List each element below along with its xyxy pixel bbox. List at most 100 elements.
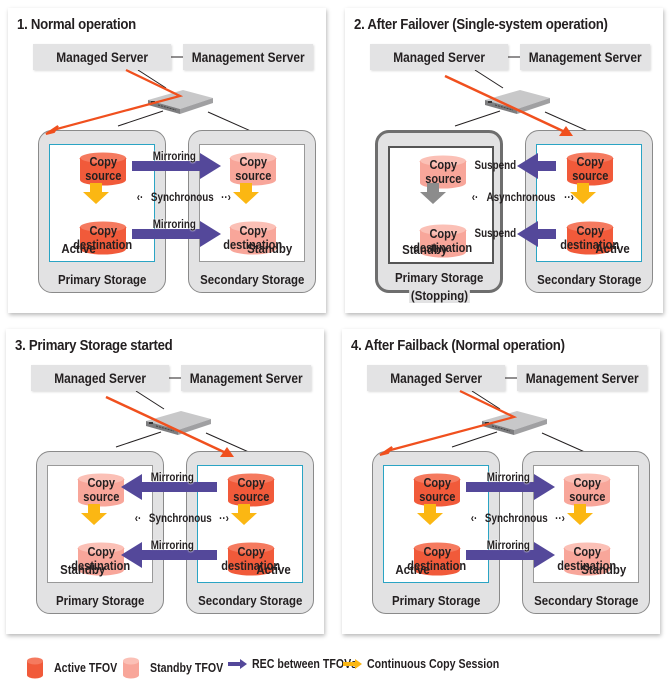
managed-server-label: Managed Server	[390, 370, 482, 386]
rec-arrow	[517, 221, 556, 247]
server-link	[508, 56, 520, 58]
access-path-line	[386, 390, 518, 453]
network-switch-icon	[146, 411, 211, 435]
access-path-arrowhead	[220, 447, 234, 457]
primary-state-label: Standby	[60, 562, 106, 577]
rec-label: Suspend	[474, 158, 517, 172]
primary-stopping-label: (Stopping)	[408, 288, 470, 303]
managed-server-box: Managed Server	[367, 365, 505, 391]
flow-arrows	[379, 390, 593, 568]
management-server-box: Management Server	[181, 365, 311, 391]
link-switch-primary	[454, 110, 501, 127]
rec-label: Suspend	[474, 226, 517, 240]
copy-session-arrow	[233, 183, 259, 204]
active-volume-icon	[27, 657, 43, 679]
legend-copy-session: Continuous Copy Session	[343, 657, 523, 671]
access-path-line	[105, 395, 227, 455]
panel-title: 2. After Failover (Single-system operati…	[354, 16, 608, 33]
copy-session-arrow	[83, 183, 109, 204]
rec-label: Mirroring	[152, 149, 196, 163]
legend-standby-tfov: Standby TFOV	[122, 657, 236, 679]
secondary-state-label: Active	[595, 241, 630, 256]
managed-server-box: Managed Server	[33, 44, 171, 70]
secondary-state-label: Standby	[246, 241, 292, 256]
rec-label: Mirroring	[486, 470, 530, 484]
flow-arrows	[420, 74, 596, 247]
management-server-label: Management Server	[191, 49, 305, 65]
server-link	[505, 377, 517, 379]
primary-state-label: Standby	[402, 242, 448, 257]
link-managed-switch	[137, 69, 167, 89]
connection-lines	[117, 69, 263, 137]
standby-volume-icon	[123, 657, 139, 679]
managed-server-label: Managed Server	[393, 49, 485, 65]
panel-title: 4. After Failback (Normal operation)	[351, 337, 565, 354]
replication-mode-label: ‹·Synchronous··›	[134, 511, 230, 525]
flow-arrows	[81, 395, 257, 568]
access-path-line	[52, 69, 184, 132]
primary-storage-label: Primary Storage	[57, 272, 147, 287]
access-path-arrowhead	[559, 126, 573, 136]
copy-session-arrow	[417, 504, 443, 525]
copy-session-arrow-icon	[343, 659, 362, 669]
link-switch-primary	[451, 431, 498, 448]
copy-session-arrow	[231, 504, 257, 525]
secondary-state-label: Active	[256, 562, 291, 577]
replication-mode-label: ‹·Synchronous··›	[136, 190, 232, 204]
management-server-box: Management Server	[183, 44, 313, 70]
link-switch-primary	[117, 110, 164, 127]
managed-server-label: Managed Server	[54, 370, 146, 386]
legend: Active TFOV Standby TFOV REC between TFO…	[0, 650, 672, 681]
management-server-label: Management Server	[525, 370, 639, 386]
primary-storage-label: Primary Storage	[391, 593, 481, 608]
replication-mode-label: ‹·Asynchronous··›	[471, 190, 574, 204]
scenario-panel-3: 3. Primary Storage started Managed Serve…	[6, 329, 324, 634]
copy-session-arrow	[81, 504, 107, 525]
link-managed-switch	[135, 390, 165, 410]
access-path-arrowhead	[45, 125, 59, 135]
rec-arrow	[121, 542, 217, 568]
link-managed-switch	[471, 390, 501, 410]
network-switch-icon	[485, 90, 550, 114]
connection-lines	[115, 390, 261, 458]
secondary-storage-label: Secondary Storage	[199, 272, 305, 287]
scenario-panel-4: 4. After Failback (Normal operation) Man…	[342, 329, 660, 634]
replication-mode-label: ‹·Synchronous··›	[470, 511, 566, 525]
rec-arrow	[466, 542, 555, 568]
rec-arrow	[517, 153, 556, 179]
rec-label: Mirroring	[150, 538, 194, 552]
secondary-storage-label: Secondary Storage	[533, 593, 639, 608]
